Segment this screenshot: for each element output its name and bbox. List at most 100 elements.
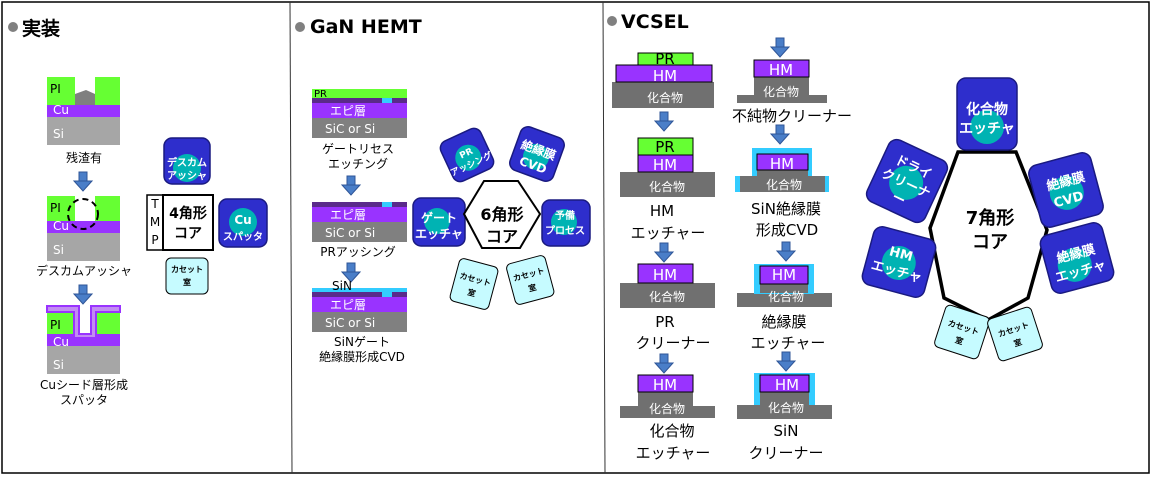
svg-text:室: 室: [527, 282, 537, 294]
svg-text:SiC or Si: SiC or Si: [325, 122, 375, 136]
chamber-insulator-cvd: 絶縁膜 CVD: [1028, 152, 1104, 228]
arrow-down-icon: [73, 171, 93, 192]
tmp-label: T: [150, 197, 159, 211]
vcsel-left-step-3: HM 化合物 PR クリーナー: [620, 263, 715, 352]
svg-text:HM: HM: [650, 202, 674, 220]
arrow-down-icon: [770, 37, 790, 58]
svg-text:クリーナー: クリーナー: [635, 334, 710, 352]
svg-text:化合物: 化合物: [768, 400, 804, 415]
arrow-down-icon: [654, 242, 674, 263]
core-label: コア: [174, 226, 202, 242]
svg-text:PR: PR: [655, 313, 674, 331]
bullet-icon: [607, 16, 617, 26]
vcsel-left-step-2: PR HM 化合物 HM エッチャー: [620, 137, 715, 242]
svg-text:7角形: 7角形: [966, 207, 1015, 229]
svg-text:室: 室: [1012, 337, 1023, 349]
chamber-pr-ashing: PR アッシング: [439, 127, 495, 183]
svg-text:エッチャー: エッチャー: [751, 334, 826, 352]
tool-6-core: PR アッシング 絶縁膜 CVD 予備 プロセス ゲート エッチャ: [412, 126, 591, 310]
chamber-insulator-etcher: 絶縁膜 エッチャ: [1039, 222, 1115, 294]
layer-label-cu: Cu: [53, 103, 69, 117]
arrow-down-icon: [654, 353, 674, 374]
svg-text:エピ層: エピ層: [330, 208, 366, 222]
cassette-chamber: カセット 室: [987, 306, 1043, 362]
svg-text:エッチャー: エッチャー: [631, 224, 706, 242]
core-heptagon: [928, 150, 1049, 322]
svg-text:SiN: SiN: [332, 279, 352, 293]
svg-text:エピ層: エピ層: [330, 298, 366, 312]
svg-text:SiN: SiN: [774, 422, 799, 440]
svg-text:クリーナー: クリーナー: [748, 444, 823, 462]
cassette-chamber: カセット 室: [506, 255, 555, 305]
svg-text:カセット: カセット: [171, 265, 203, 274]
layer-label-si: Si: [53, 243, 64, 257]
svg-text:SiC or Si: SiC or Si: [325, 316, 375, 330]
svg-text:HM: HM: [653, 266, 677, 284]
core-label: 4角形: [169, 205, 207, 222]
vcsel-right-step-1: HM 化合物 不純物クリーナー: [732, 59, 852, 125]
svg-text:プロセス: プロセス: [545, 224, 585, 237]
chamber-hm-etcher: HM エッチャ: [861, 226, 937, 298]
section-title: 実装: [22, 17, 60, 40]
impl-step-residue: PI Cu Si 残渣有: [47, 77, 120, 165]
svg-text:化合物: 化合物: [649, 179, 685, 194]
core-hexagon: [462, 180, 542, 249]
svg-text:エピ層: エピ層: [330, 104, 366, 118]
svg-text:室: 室: [183, 277, 191, 287]
svg-text:ゲート: ゲート: [421, 210, 457, 225]
svg-text:6角形: 6角形: [480, 205, 523, 224]
svg-text:室: 室: [954, 335, 965, 347]
svg-text:コア: コア: [486, 227, 518, 246]
svg-text:室: 室: [467, 287, 477, 299]
svg-text:PR: PR: [655, 50, 674, 68]
step-caption: 残渣有: [66, 151, 102, 165]
impl-step-cu-seed: PI Cu Si Cuシード層形成 スパッタ: [40, 305, 128, 407]
svg-text:形成CVD: 形成CVD: [756, 221, 818, 239]
impl-step-descum: PI Cu Si デスカムアッシャ: [36, 196, 132, 278]
layer-label-si: Si: [53, 358, 64, 372]
step-caption: Cuシード層形成: [40, 378, 128, 392]
svg-text:エッチャー: エッチャー: [636, 444, 711, 462]
chamber-cu-sputter: Cu スパッタ: [218, 198, 268, 248]
chamber-compound-etcher: 化合物 エッチャ: [956, 77, 1018, 151]
layer-label-pi: PI: [50, 82, 61, 96]
svg-text:HM: HM: [653, 376, 677, 394]
tool-7-core: 7角形 コア 化合物 エッチャ 絶縁膜 CVD 絶縁膜 エッチャ: [861, 77, 1115, 362]
arrow-down-icon: [776, 241, 796, 262]
section-title: VCSEL: [621, 11, 689, 33]
vcsel-left-step-4: HM 化合物 化合物 エッチャー: [620, 374, 715, 462]
svg-text:ゲートリセス: ゲートリセス: [322, 142, 394, 156]
layer-label-cu: Cu: [53, 219, 69, 233]
chamber-preliminary-process: 予備 プロセス: [541, 199, 591, 247]
section-gan: GaN HEMT PR エピ層 SiC or Si ゲートリセス エッチング エ…: [295, 16, 591, 364]
vcsel-right-step-3: HM 化合物 絶縁膜 エッチャー: [737, 264, 832, 352]
svg-text:SiNゲート: SiNゲート: [334, 335, 390, 349]
svg-text:化合物: 化合物: [649, 401, 685, 416]
cassette-chamber: カセット 室: [165, 257, 209, 295]
section-divider: [289, 1, 293, 474]
svg-text:アッシャ: アッシャ: [167, 170, 207, 182]
svg-text:絶縁膜: 絶縁膜: [761, 313, 806, 331]
svg-text:スパッタ: スパッタ: [223, 231, 263, 243]
svg-text:PR: PR: [314, 89, 327, 100]
svg-text:コア: コア: [972, 232, 1008, 253]
svg-text:HM: HM: [887, 244, 914, 265]
svg-text:Cu: Cu: [234, 213, 251, 227]
section-impl: 実装 PI Cu Si 残渣有 PI Cu Si デスカムアッシャ: [8, 17, 268, 407]
svg-text:化合物: 化合物: [768, 289, 804, 304]
svg-text:エッチング: エッチング: [328, 157, 388, 171]
svg-text:HM: HM: [775, 376, 799, 394]
svg-text:HM: HM: [770, 155, 794, 173]
svg-text:HM: HM: [653, 67, 677, 85]
svg-text:化合物: 化合物: [763, 84, 799, 99]
vcsel-left-step-1: PR HM 化合物: [612, 50, 714, 108]
svg-text:予備: 予備: [555, 209, 575, 222]
svg-text:HM: HM: [653, 156, 677, 174]
layer-label-pi: PI: [50, 318, 61, 332]
tmp-label: M: [150, 215, 160, 229]
svg-text:PRアッシング: PRアッシング: [320, 245, 396, 259]
section-divider: [602, 1, 606, 474]
svg-text:デスカム: デスカム: [167, 156, 207, 169]
